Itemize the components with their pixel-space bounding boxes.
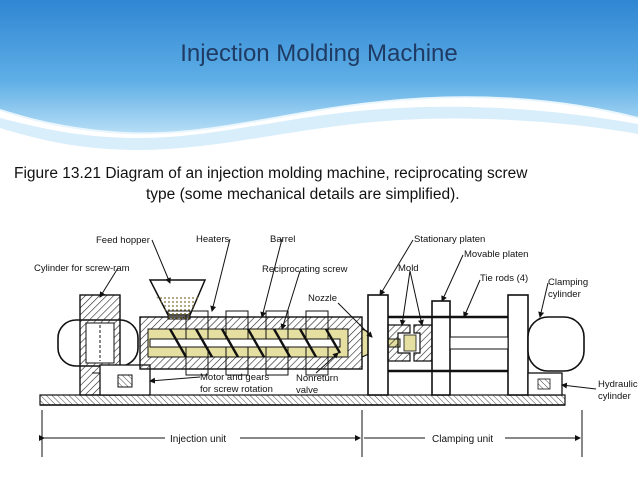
reciprocating-screw — [149, 328, 342, 358]
slide-title: Injection Molding Machine — [180, 40, 458, 67]
label-cylinder-screw-ram: Cylinder for screw-ram — [34, 263, 130, 274]
caption-line-1: Figure 13.21 Diagram of an injection mol… — [14, 165, 528, 182]
label-clamping-cylinder-line2: cylinder — [548, 289, 581, 300]
mold — [387, 324, 433, 362]
label-injection-unit: Injection unit — [170, 434, 226, 445]
screw-ram-cylinder — [57, 294, 139, 396]
label-heaters: Heaters — [196, 234, 230, 245]
injection-molding-diagram: Feed hopper Heaters Barrel Stationary pl… — [34, 234, 638, 457]
machine-base — [39, 394, 566, 406]
movable-platen — [431, 300, 451, 396]
label-stationary-platen: Stationary platen — [414, 234, 485, 245]
dimension-lines — [39, 410, 583, 457]
label-nonreturn-valve-line2: valve — [296, 385, 318, 396]
label-nonreturn-valve-line1: Nonreturn — [296, 373, 338, 384]
label-clamping-cylinder-line1: Clamping — [548, 277, 588, 288]
tie-rods — [388, 315, 520, 373]
caption-line-2: type (some mechanical details are simpli… — [146, 186, 460, 203]
figure-caption: Figure 13.21 Diagram of an injection mol… — [14, 163, 630, 205]
slide-header-banner — [0, 0, 638, 150]
label-motor-gears-line2: for screw rotation — [200, 384, 273, 395]
hydraulic-cylinder — [527, 372, 563, 396]
label-tie-rods: Tie rods (4) — [480, 273, 528, 284]
label-feed-hopper: Feed hopper — [96, 235, 150, 246]
label-clamping-unit: Clamping unit — [432, 434, 493, 445]
label-hydraulic-cylinder-line2: cylinder — [598, 391, 631, 402]
label-reciprocating-screw: Reciprocating screw — [262, 264, 348, 275]
label-motor-gears-line1: Motor and gears — [200, 372, 269, 383]
label-mold: Mold — [398, 263, 419, 274]
feed-hopper — [148, 279, 207, 320]
label-leaders — [99, 238, 597, 390]
motor-and-gears — [92, 364, 151, 396]
label-barrel: Barrel — [270, 234, 295, 245]
label-movable-platen: Movable platen — [464, 249, 528, 260]
stationary-platen — [367, 294, 389, 396]
label-nozzle: Nozzle — [308, 293, 337, 304]
label-hydraulic-cylinder-line1: Hydraulic — [598, 379, 638, 390]
clamping-cylinder — [449, 294, 585, 396]
